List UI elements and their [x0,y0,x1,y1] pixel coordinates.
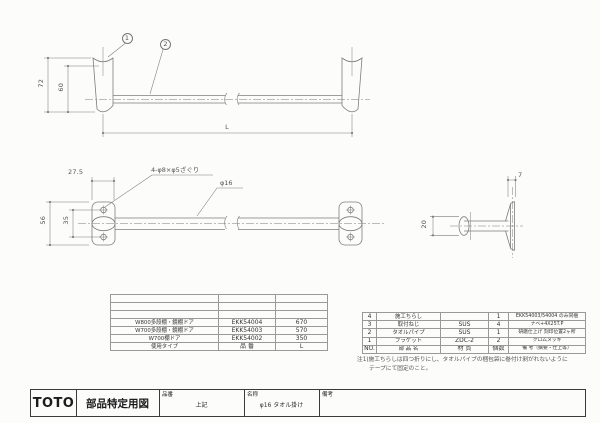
table-cell: EKK54004 [218,318,276,327]
title-block-divider [159,390,160,416]
table-row [110,302,328,311]
dim-length: L [225,123,229,131]
table-row: 使用タイプ 品 番 L [110,342,328,351]
remarks-label: 備考 [322,391,334,398]
table-cell [275,294,328,303]
table-cell: 部 品 名 [376,344,441,354]
parts-list-table: 4 施工ちらし 1 EKK54003/54004 のみ同梱 3 取付ねじ SUS… [362,311,586,354]
table-cell: 研磨仕上げ 刻印位置2ヶ所 [508,328,586,338]
title-block: TOTO 部品特定用図 品番 上記 名称 φ16 タオル掛け 備考 [30,389,586,417]
table-cell: 施工ちらし [376,311,441,322]
table-cell: ナベ+4X25T.P [508,320,586,330]
dim-height-total: 72 [36,78,45,88]
callout-pipe-diameter: φ16 [220,179,233,187]
table-row: 2 タオルパイプ SUS 1 研磨仕上げ 刻印位置2ヶ所 [362,328,586,338]
table-cell: ZDC-2 [440,336,489,346]
table-cell [110,302,219,311]
table-cell: L [275,342,328,351]
table-cell: 4 [488,320,509,330]
balloon-callout-2: 2 [160,39,171,50]
table-cell: EKK54003 [218,326,276,335]
dimension-dots [46,56,517,247]
table-cell: 材 質 [440,344,489,354]
title-block-divider [319,390,320,416]
table-cell: EKK54002 [218,334,276,343]
product-name-value: φ16 タオル掛け [259,402,304,409]
callout-counterbore: 4-φ8×φ5ざぐり [151,166,200,174]
balloon-callout-1: 1 [121,33,133,44]
table-cell: SUS [440,328,489,338]
table-cell: ブラケット [376,336,441,346]
table-cell [218,310,276,319]
table-cell: 2 [362,328,377,338]
table-row: NO. 部 品 名 材 質 個数 備 考（摘要・仕上等） [362,344,586,354]
table-cell: 1 [362,336,377,346]
table-row [110,294,328,303]
table-row: 3 取付ねじ SUS 4 ナベ+4X25T.P [362,320,586,330]
dim-height-inner: 60 [56,82,65,92]
table-cell [110,310,219,319]
part-number-label: 品番 [162,391,174,398]
table-cell [218,294,276,303]
title-block-divider [244,390,245,416]
dim-plate-height: 56 [38,215,47,225]
dim-collar-diameter: 20 [419,219,428,229]
table-row: W800多段棚・鏡棚ドア EKK54004 670 [110,318,328,327]
table-cell [110,294,219,303]
product-spec-table: W800多段棚・鏡棚ドア EKK54004 670 W700多段棚・鏡棚ドア E… [110,294,328,351]
table-cell: W700多段棚・鏡棚ドア [110,326,219,335]
table-cell: EKK54003/54004 のみ同梱 [508,311,586,322]
table-cell: 570 [275,326,328,335]
table-cell [440,311,489,322]
table-row: W700棚ドア EKK54002 350 [110,334,328,343]
table-cell: SUS [440,320,489,330]
table-cell: 3 [362,320,377,330]
dim-hole-pitch: 35 [61,215,70,225]
table-row: 1 ブラケット ZDC-2 2 クロムメッキ [362,336,586,346]
dim-offset: 27.5 [68,168,84,176]
table-cell: 1 [488,311,509,322]
table-cell: 取付ねじ [376,320,441,330]
table-cell: 350 [275,334,328,343]
table-row: W700多段棚・鏡棚ドア EKK54003 570 [110,326,328,335]
table-cell: 個数 [488,344,509,354]
table-cell: クロムメッキ [508,336,586,346]
table-cell: 670 [275,318,328,327]
table-cell: タオルパイプ [376,328,441,338]
table-cell: 4 [362,311,377,322]
table-cell: 1 [488,328,509,338]
packing-note-line1: 注1)施工ちらしは四つ折りにし、タオルパイプの梱包袋に巻付け剥がれないように [357,357,568,363]
packing-note-line2: テープにて固定のこと。 [369,365,432,372]
table-row: 4 施工ちらし 1 EKK54003/54004 のみ同梱 [362,311,586,322]
dim-plate-thickness: 7 [518,171,523,179]
doc-type-title: 部品特定用図 [86,397,149,410]
product-name-label: 名称 [247,391,259,398]
part-number-value: 上記 [195,402,208,409]
table-cell: 品 番 [218,342,276,351]
table-cell: 備 考（摘要・仕上等） [508,344,586,354]
table-cell: W700棚ドア [110,334,219,343]
table-cell [275,310,328,319]
table-cell: 使用タイプ [110,342,219,351]
table-cell: W800多段棚・鏡棚ドア [110,318,219,327]
table-cell [275,302,328,311]
table-cell [218,302,276,311]
toto-logo: TOTO [32,395,75,411]
table-row [110,310,328,319]
table-cell: 2 [488,336,509,346]
table-cell: NO. [362,344,377,354]
title-block-divider [76,390,77,416]
